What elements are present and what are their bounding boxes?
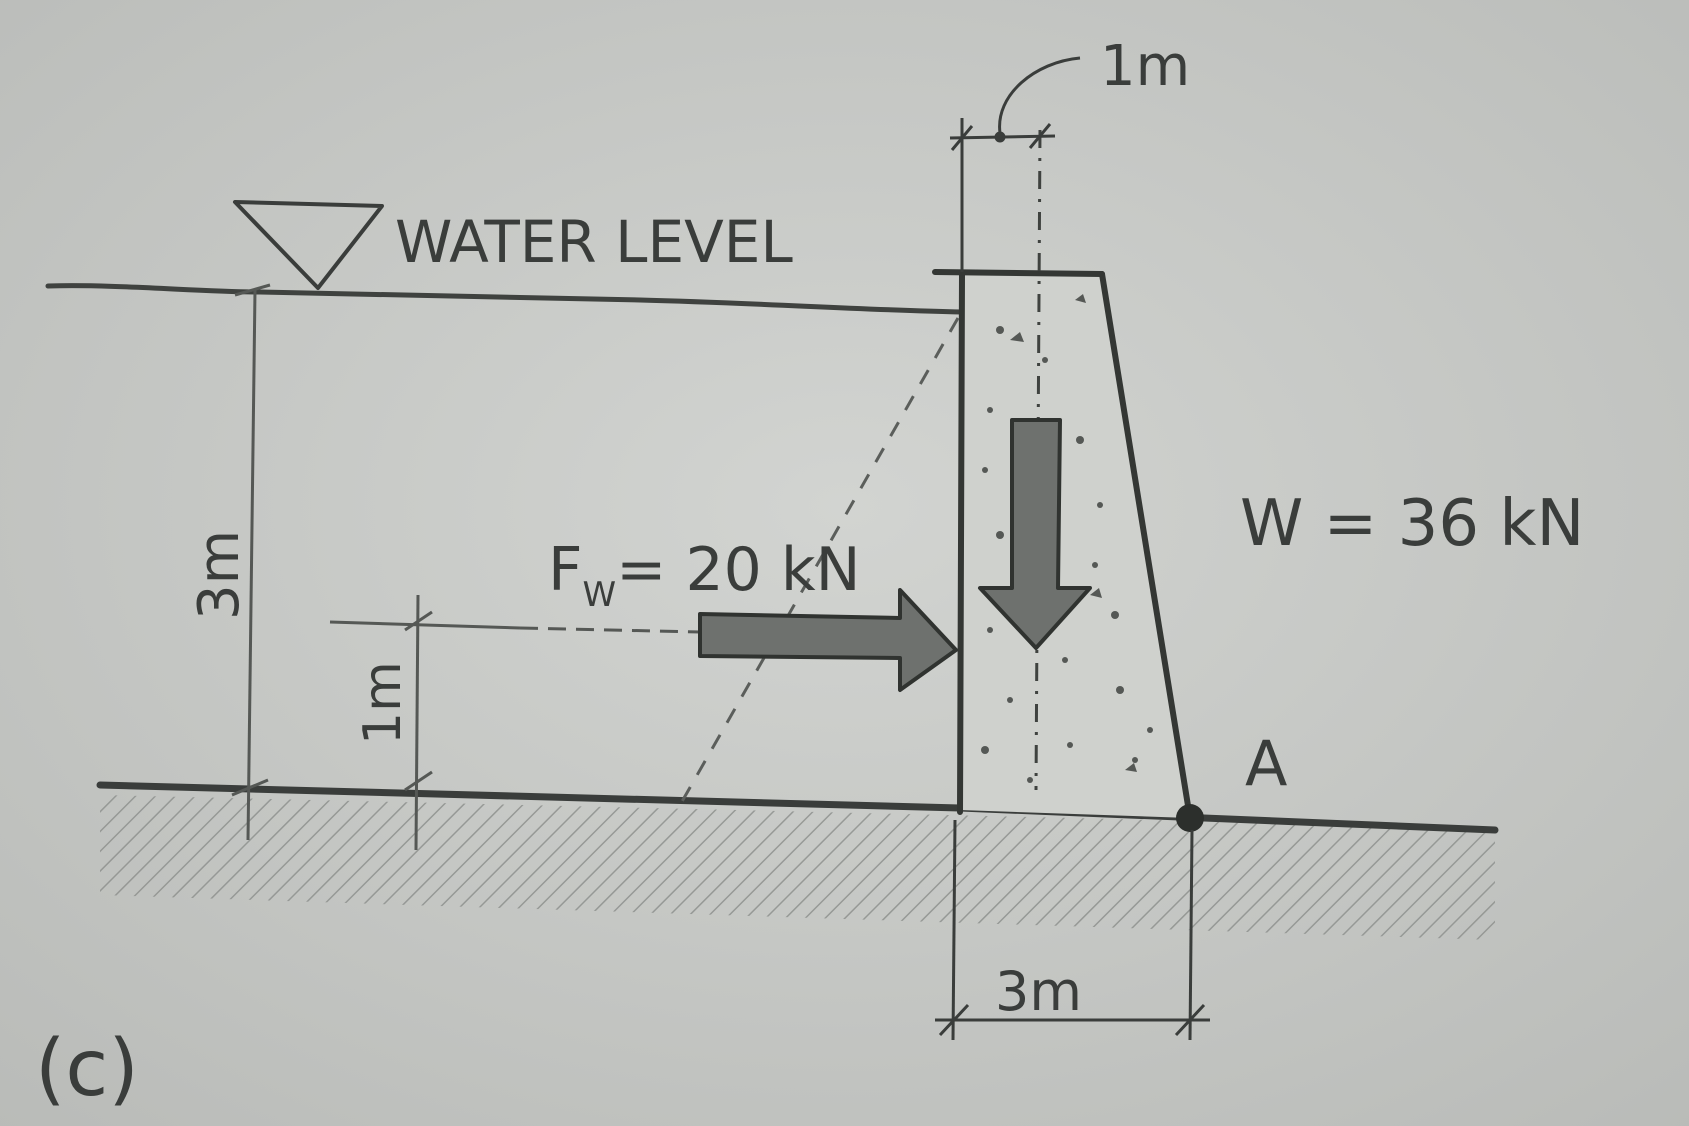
- force-height-label: 1m: [353, 661, 413, 745]
- weight-arrow: [978, 418, 1092, 650]
- water-surface-line: [45, 283, 965, 315]
- top-width-label: 1m: [1100, 34, 1190, 99]
- water-depth-dimension: [231, 283, 271, 841]
- pressure-distribution-line: [678, 317, 960, 806]
- point-a-marker: [1176, 804, 1204, 832]
- point-a-label: A: [1245, 727, 1287, 800]
- ground-hatching: [100, 795, 1495, 940]
- water-level-label: WATER LEVEL: [395, 208, 793, 276]
- base-width-dimension: [935, 819, 1210, 1041]
- figure-label: (c): [35, 1024, 139, 1114]
- water-depth-label: 3m: [187, 530, 252, 620]
- top-width-dimension: [949, 56, 1081, 272]
- water-level-symbol-icon: [233, 200, 384, 290]
- base-width-label: 3m: [995, 960, 1082, 1023]
- water-force-arrow: [698, 588, 958, 692]
- force-height-dimension: [329, 594, 701, 851]
- dam-body: [932, 129, 1193, 821]
- water-force-label: FW= 20 kN: [548, 535, 861, 615]
- weight-label: W = 36 kN: [1240, 487, 1584, 561]
